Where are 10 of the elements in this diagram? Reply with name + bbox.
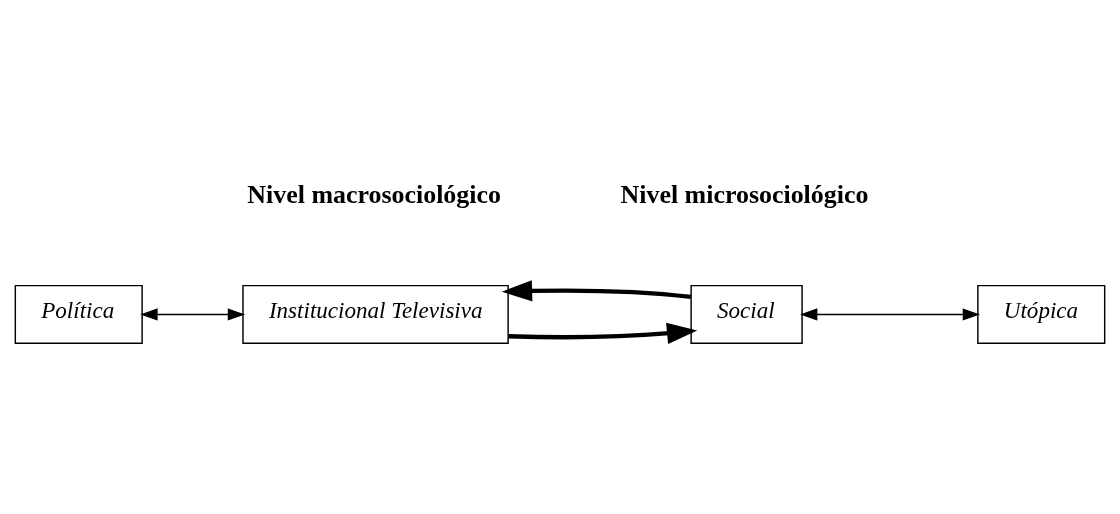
node-box: Utópica (977, 284, 1106, 344)
label: Nivel microsociológico (620, 179, 869, 209)
arrow (501, 279, 691, 301)
node-box: Social (690, 284, 803, 344)
arrow (140, 307, 246, 320)
arrow (508, 322, 698, 344)
arrow (800, 307, 980, 320)
node-box: Institucional Televisiva (242, 284, 509, 344)
label: Nivel macrosociológico (247, 179, 501, 209)
node-box: Política (14, 284, 143, 344)
